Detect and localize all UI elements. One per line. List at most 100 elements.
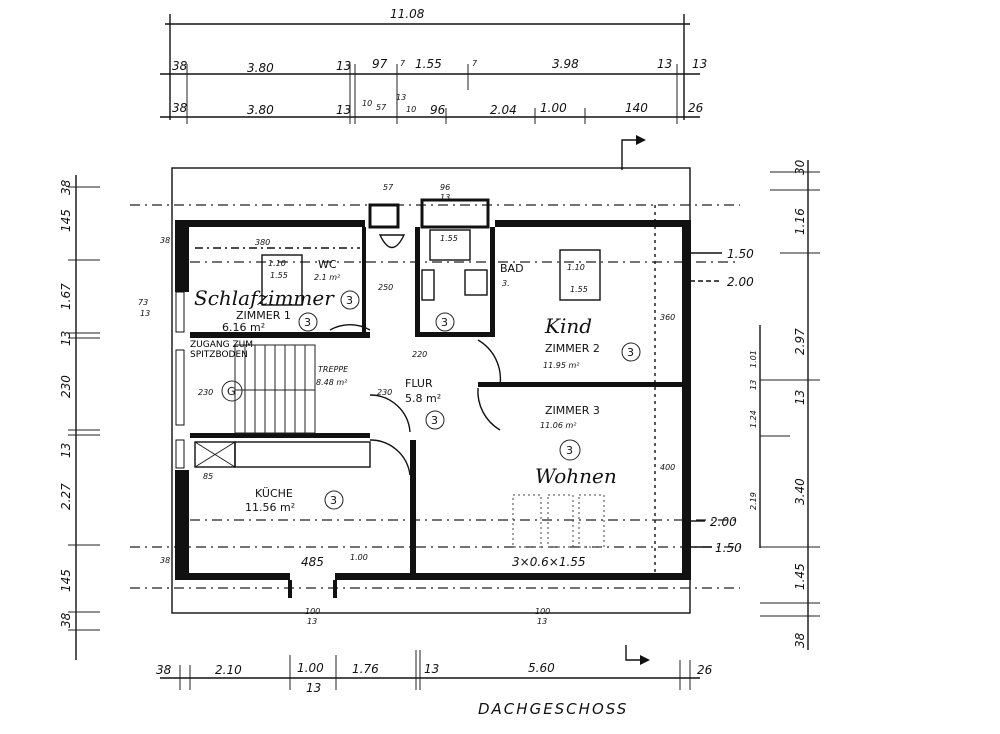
dim: 13: [59, 331, 73, 346]
dim: 26: [697, 663, 713, 677]
annotation: 1.55: [570, 285, 588, 294]
dim: 145: [59, 209, 73, 232]
annotation: 485: [301, 555, 324, 569]
room-area-wc: 2.1 m²: [314, 273, 341, 282]
dim: 1.45: [793, 563, 807, 590]
level-label: 1.50: [727, 247, 754, 261]
room-area-zimmer2: 11.95 m²: [543, 361, 580, 370]
dim: 3.80: [247, 103, 274, 117]
room-note-zimmer2: Kind: [544, 314, 592, 338]
dim: 1.16: [793, 208, 807, 235]
plan-title: DACHGESCHOSS: [478, 700, 628, 718]
annotation: 13: [307, 617, 317, 626]
room-number: 3: [627, 346, 634, 359]
roof-outline: [130, 167, 740, 614]
dim: 13: [396, 93, 406, 102]
room-name-zimmer3: ZIMMER 3: [545, 404, 600, 417]
annotation: 13: [440, 193, 450, 202]
annotation: 380: [255, 238, 270, 247]
annotation: 1.00: [350, 553, 368, 562]
room-labels: Schlafzimmer ZIMMER 1 6.16 m² 3 WC 2.1 m…: [190, 258, 641, 514]
annotation: 13: [140, 309, 150, 318]
dim: 30: [793, 159, 807, 175]
top-dimensions: 11.08 38 3.80 13 97 7 1.55 7 3.98 13 13 …: [160, 7, 707, 170]
room-number: 3: [346, 294, 353, 307]
dim: 26: [688, 101, 704, 115]
dim: 3.80: [247, 61, 274, 75]
dim: 57: [376, 103, 387, 112]
dim: 230: [59, 375, 73, 398]
dim: 10: [362, 99, 372, 108]
annotation: 400: [660, 463, 675, 472]
dim: 140: [625, 101, 648, 115]
room-name-bad: BAD: [500, 262, 524, 275]
room-area-treppe: 8.48 m²: [316, 378, 348, 387]
dim: 2.19: [749, 492, 758, 510]
left-dimensions: 38 145 1.67 13 230 13 2.27 145 38: [59, 175, 100, 660]
room-area-flur: 5.8 m²: [405, 392, 441, 405]
dim: 13: [749, 380, 758, 390]
annotation: 38: [160, 236, 170, 245]
dim: 5.60: [528, 661, 555, 675]
walls: [175, 198, 691, 598]
annotation: 13: [537, 617, 547, 626]
annotation: 73: [138, 298, 148, 307]
dim: 145: [59, 569, 73, 592]
annotation: 250: [378, 283, 393, 292]
annotation: 1.55: [270, 271, 288, 280]
room-name-zimmer2: ZIMMER 2: [545, 342, 600, 355]
room-number: 3: [304, 316, 311, 329]
room-name-zugang: ZUGANG ZUM SPITZBODEN: [190, 340, 253, 360]
dim: 38: [793, 632, 807, 648]
dim: 1.01: [749, 350, 758, 368]
dim: 1.55: [415, 57, 442, 71]
dim: 7: [400, 59, 406, 68]
level-label: 1.50: [715, 541, 742, 555]
dim: 13: [424, 662, 439, 676]
room-number: G: [227, 385, 236, 398]
stairs: [234, 344, 316, 434]
annotation: 57: [383, 183, 394, 192]
annotation: 100: [305, 607, 320, 616]
dim: 10: [406, 105, 416, 114]
annotation: 96: [440, 183, 450, 192]
room-number: 3: [441, 316, 448, 329]
room-number: 3: [330, 494, 337, 507]
dim: 13: [59, 443, 73, 458]
room-number: 3: [431, 414, 438, 427]
room-name-kuche: KÜCHE: [255, 487, 293, 500]
annotation: 3×0.6×1.55: [512, 555, 586, 569]
dim: 7: [472, 59, 478, 68]
dim: 38: [59, 612, 73, 628]
dim-total: 11.08: [390, 7, 425, 21]
level-label: 2.00: [710, 515, 737, 529]
annotation: 100: [535, 607, 550, 616]
room-area-zimmer3: 11.06 m²: [540, 421, 577, 430]
dim: 96: [430, 103, 446, 117]
annotation: 1.55: [440, 234, 458, 243]
right-dimensions: 30 1.16 2.97 13 3.40 1.45 38 1.01 13 1.2…: [690, 159, 820, 650]
dim: 2.27: [59, 483, 73, 510]
annotation: 1.10: [268, 259, 286, 268]
annotation: 1.10: [567, 263, 585, 272]
room-note-zimmer3: Wohnen: [535, 464, 617, 488]
section-arrow-bottom: [625, 645, 640, 661]
room-area-kuche: 11.56 m²: [245, 501, 295, 514]
annotation: 230: [198, 388, 213, 397]
dim: 2.04: [490, 103, 517, 117]
section-arrow-top: [621, 139, 636, 170]
level-label: 2.00: [727, 275, 754, 289]
annotation: 230: [377, 388, 392, 397]
dim: 13: [692, 57, 707, 71]
annotation: 220: [412, 350, 427, 359]
room-name-zimmer1: ZIMMER 1: [236, 309, 291, 322]
dim: 3.98: [552, 57, 579, 71]
room-name-treppe: TREPPE: [318, 365, 349, 374]
dim: 1.00: [540, 101, 567, 115]
room-number: 3: [566, 444, 573, 457]
room-area-bad: 3.: [502, 279, 510, 288]
dim: 38: [172, 101, 188, 115]
dim: 2.10: [215, 663, 242, 677]
annotation: 38: [160, 556, 170, 565]
